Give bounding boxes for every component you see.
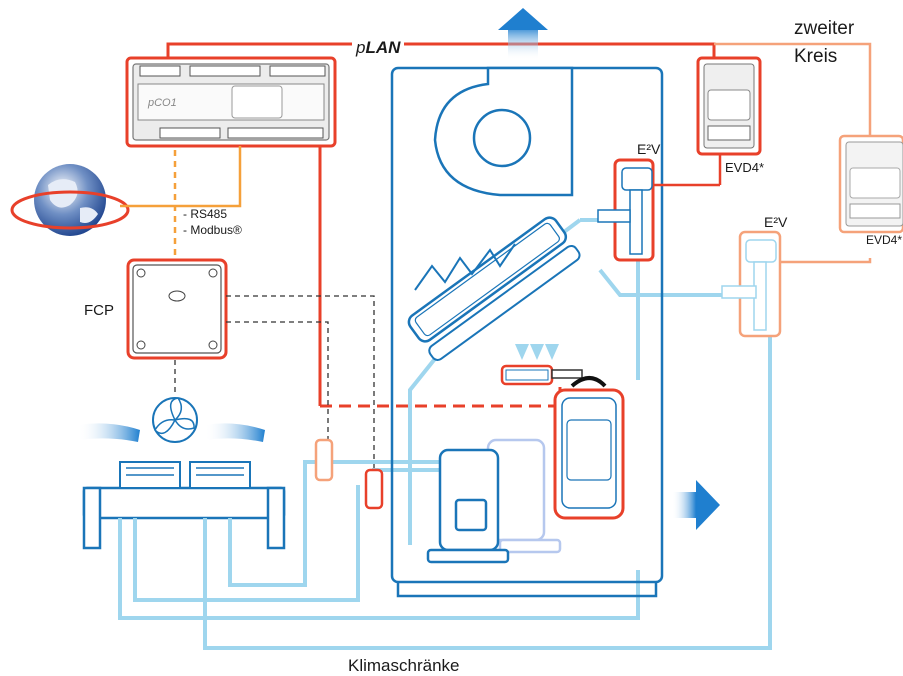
protocol-rs485: - RS485 [183, 207, 228, 221]
airflow-arrows-left [78, 423, 265, 442]
second-circuit-label-line1: zweiter [794, 18, 855, 39]
evaporator-coil [407, 216, 581, 361]
e2v-valve-2-label: E²V [764, 214, 788, 230]
e2v-valve-1[interactable] [597, 158, 655, 262]
fcp-signal-lines [174, 295, 375, 470]
evd4-driver-2-label: EVD4* [866, 233, 903, 247]
globe-icon [10, 164, 130, 236]
protocol-modbus: - Modbus® [183, 223, 242, 237]
pipe-sensor-1 [314, 438, 334, 482]
plan-network-label: pLAN [352, 38, 405, 58]
pco1-controller[interactable] [125, 56, 337, 148]
blower-fan [433, 66, 574, 197]
compressor-secondary [486, 438, 562, 554]
diagram-caption: Klimaschränke [348, 656, 460, 675]
fcp-label: FCP [84, 302, 114, 319]
evd4-driver-1-label: EVD4* [725, 160, 765, 175]
e2v-valve-1-label: E²V [637, 141, 661, 157]
liquid-receiver [553, 376, 625, 520]
condenser-unit [82, 461, 286, 550]
air-outlet-arrow [498, 8, 548, 60]
evd4-driver-2[interactable] [838, 134, 903, 234]
pressure-sensor [500, 344, 583, 386]
e2v-valve-2[interactable] [721, 230, 782, 338]
controller-brand: pCO1 [148, 97, 177, 109]
pipe-sensor-2 [364, 468, 384, 510]
second-circuit-line [714, 42, 872, 264]
second-circuit-label-line2: Kreis [794, 46, 838, 67]
compressor-primary [426, 448, 510, 564]
fan-icon [152, 397, 198, 443]
air-inlet-arrow [672, 480, 720, 530]
serial-line [120, 146, 242, 258]
evd4-driver-1[interactable] [696, 56, 762, 156]
fcp-module[interactable] [126, 258, 228, 360]
